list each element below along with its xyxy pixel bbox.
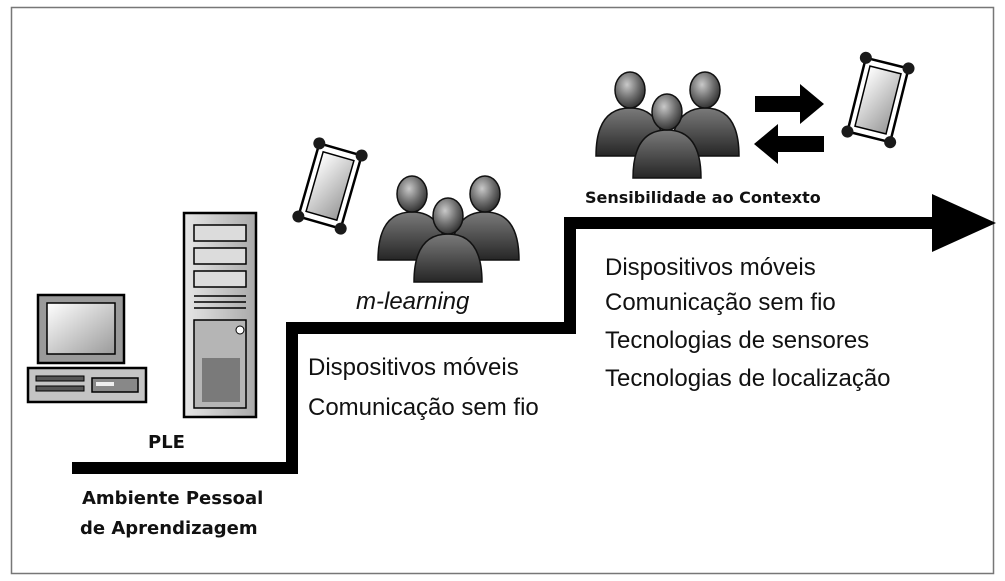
user-group-icon — [377, 175, 520, 283]
stage-label-context-aware: Sensibilidade ao Contexto — [585, 188, 821, 207]
pc-tower-icon — [182, 211, 258, 419]
stage-feature: Dispositivos móveis — [605, 254, 816, 281]
stage-subtitle-line: Ambiente Pessoal — [82, 488, 264, 509]
user-group-icon — [595, 71, 740, 179]
staircase-path — [72, 217, 935, 474]
stage-feature: Tecnologias de localização — [605, 365, 891, 392]
stage-label-ple: PLE — [148, 432, 185, 453]
stage-feature: Tecnologias de sensores — [605, 327, 870, 354]
mobile-device-icon — [289, 134, 371, 238]
stage-subtitle-line: de Aprendizagem — [80, 518, 258, 539]
stage-feature: Comunicação sem fio — [308, 394, 539, 421]
desktop-computer-icon — [26, 293, 148, 404]
staircase-arrowhead — [932, 194, 996, 252]
stage-feature: Comunicação sem fio — [605, 289, 836, 316]
frame-border — [10, 6, 995, 575]
stage-feature: Dispositivos móveis — [308, 354, 519, 381]
mobile-device-icon — [838, 49, 918, 151]
stage-label-m-learning: m-learning — [356, 288, 470, 315]
exchange-arrows-icon — [754, 84, 824, 164]
